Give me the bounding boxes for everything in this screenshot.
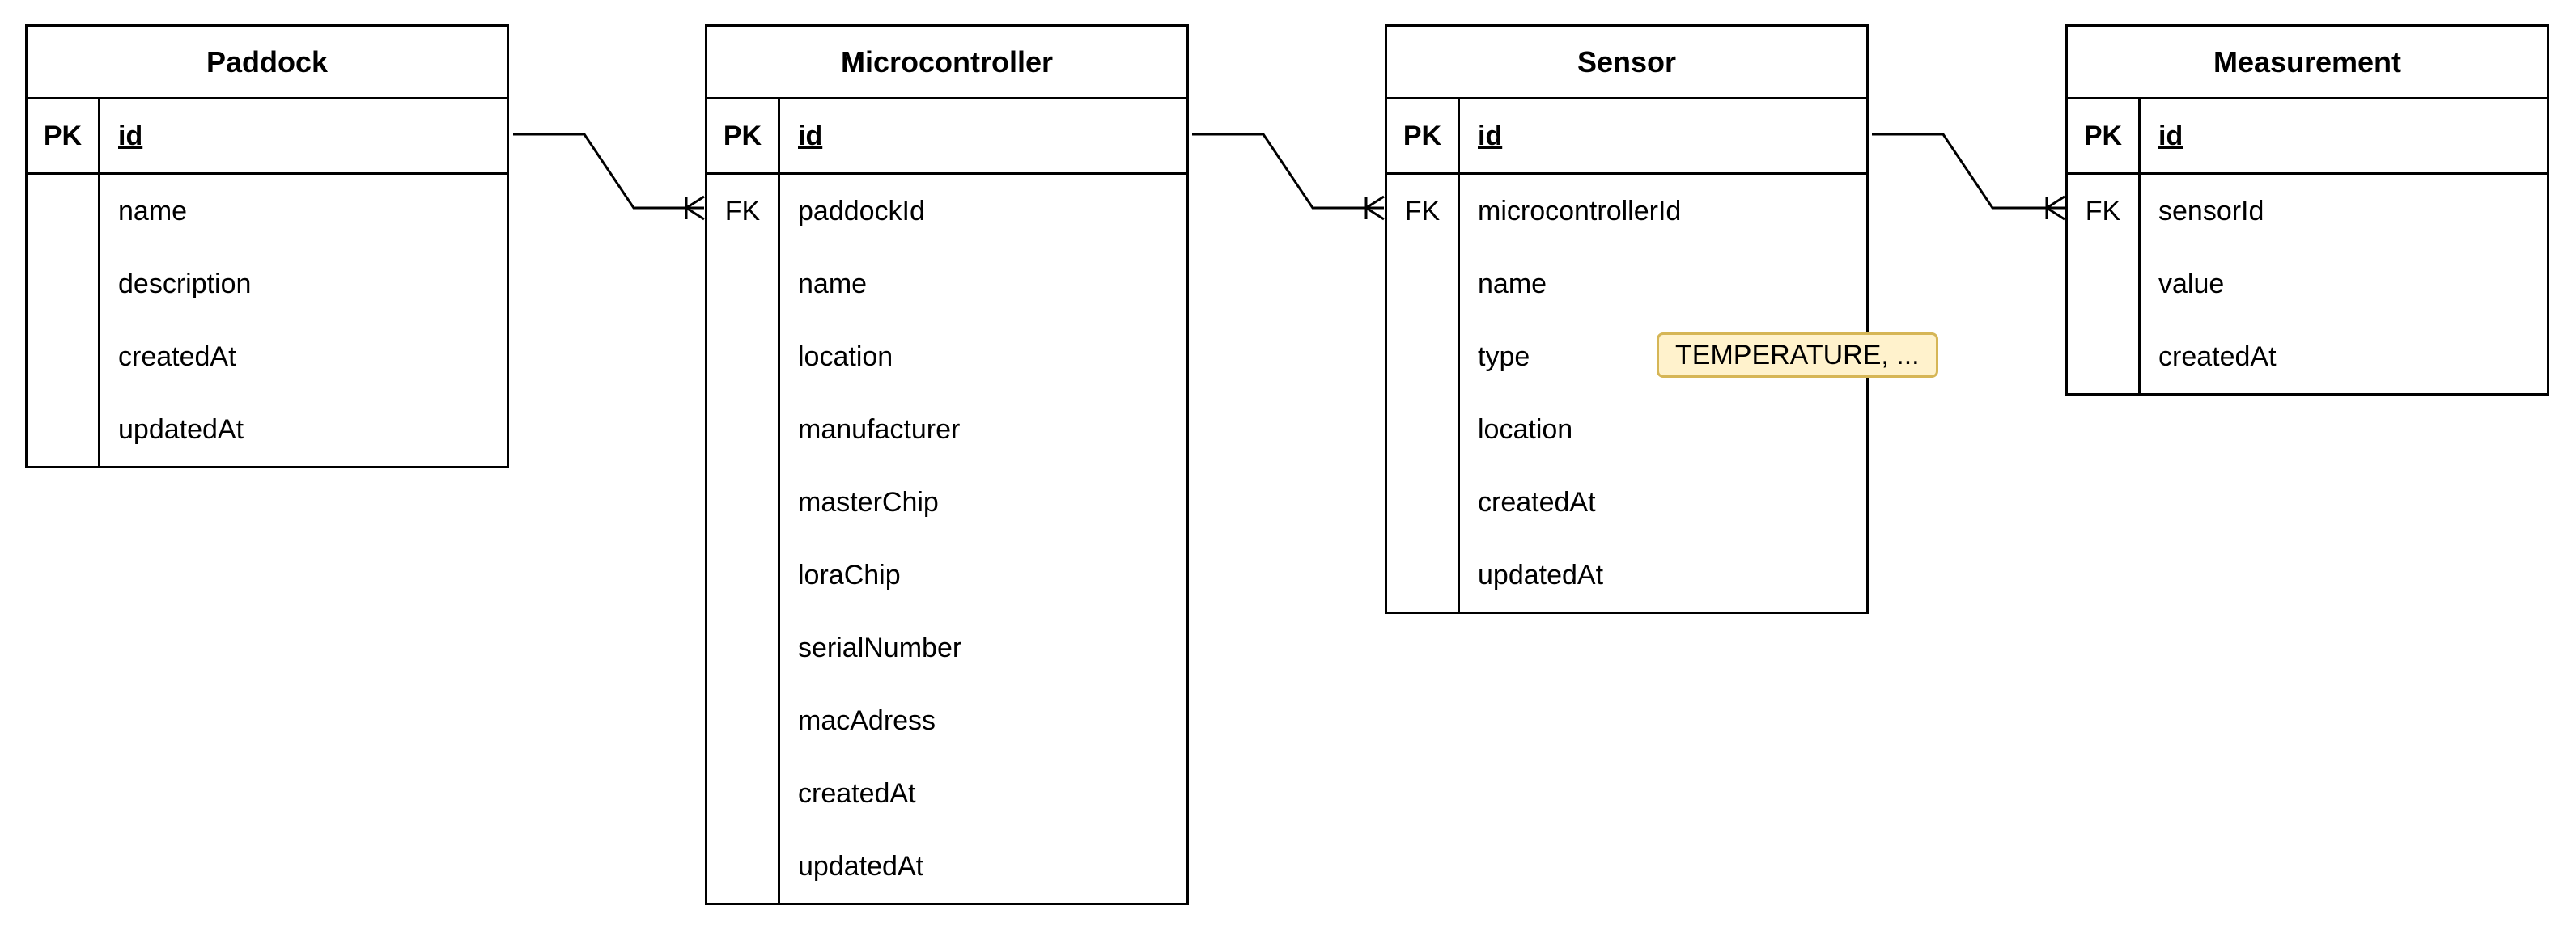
field-name: createdAt bbox=[2158, 341, 2277, 372]
key-cell bbox=[707, 684, 780, 757]
key-cell bbox=[707, 539, 780, 612]
key-cell: FK bbox=[707, 175, 780, 248]
field-name: name bbox=[118, 195, 188, 226]
key-cell: PK bbox=[707, 99, 780, 172]
key-cell bbox=[707, 757, 780, 830]
attribute-row: name bbox=[28, 175, 507, 248]
relationship-sensor-measurement bbox=[1872, 133, 2065, 221]
key-cell bbox=[28, 175, 100, 248]
field-name: loraChip bbox=[798, 559, 901, 590]
field-name: updatedAt bbox=[798, 850, 924, 882]
key-cell bbox=[707, 393, 780, 466]
primary-key-row: PK id bbox=[1387, 99, 1866, 175]
foreign-key-row: FK paddockId bbox=[707, 175, 1186, 248]
field-name: createdAt bbox=[798, 777, 916, 809]
attribute-row: createdAt bbox=[1387, 466, 1866, 539]
field-name: id bbox=[798, 120, 823, 151]
field-name: paddockId bbox=[798, 195, 925, 226]
field-name: macAdress bbox=[798, 705, 936, 736]
field-name: createdAt bbox=[118, 341, 236, 372]
key-cell bbox=[1387, 466, 1460, 539]
key-cell bbox=[2068, 320, 2141, 393]
entity-measurement[interactable]: Measurement PK id FK sensorId value crea… bbox=[2065, 24, 2549, 396]
primary-key-row: PK id bbox=[707, 99, 1186, 175]
attribute-row: updatedAt bbox=[28, 393, 507, 466]
field-name: id bbox=[2158, 120, 2183, 151]
primary-key-row: PK id bbox=[2068, 99, 2547, 175]
key-cell: PK bbox=[28, 99, 100, 172]
attribute-row: name bbox=[707, 248, 1186, 320]
field-name: location bbox=[1478, 413, 1573, 445]
entity-microcontroller[interactable]: Microcontroller PK id FK paddockId name … bbox=[705, 24, 1189, 905]
field-name: manufacturer bbox=[798, 413, 961, 445]
entity-title: Paddock bbox=[28, 27, 507, 99]
foreign-key-row: FK sensorId bbox=[2068, 175, 2547, 248]
key-cell bbox=[1387, 320, 1460, 393]
entity-title: Measurement bbox=[2068, 27, 2547, 99]
field-name: updatedAt bbox=[1478, 559, 1604, 590]
key-cell bbox=[2068, 248, 2141, 320]
attribute-row: serialNumber bbox=[707, 612, 1186, 684]
relationship-microcontroller-sensor bbox=[1192, 133, 1385, 221]
field-name: location bbox=[798, 341, 893, 372]
key-cell bbox=[28, 320, 100, 393]
key-cell bbox=[1387, 393, 1460, 466]
key-cell bbox=[707, 466, 780, 539]
attribute-row: masterChip bbox=[707, 466, 1186, 539]
attribute-row: value bbox=[2068, 248, 2547, 320]
attribute-row: macAdress bbox=[707, 684, 1186, 757]
primary-key-row: PK id bbox=[28, 99, 507, 175]
attribute-row: type TEMPERATURE, ... bbox=[1387, 320, 1938, 393]
key-cell bbox=[28, 393, 100, 466]
attribute-row: location bbox=[707, 320, 1186, 393]
field-name: value bbox=[2158, 268, 2225, 299]
attribute-row: location bbox=[1387, 393, 1866, 466]
key-cell bbox=[707, 830, 780, 903]
attribute-row: loraChip bbox=[707, 539, 1186, 612]
field-name: updatedAt bbox=[118, 413, 244, 445]
key-cell bbox=[707, 320, 780, 393]
field-name: type bbox=[1478, 341, 1530, 372]
field-name: sensorId bbox=[2158, 195, 2264, 226]
key-cell: PK bbox=[1387, 99, 1460, 172]
attribute-row: updatedAt bbox=[707, 830, 1186, 903]
entity-sensor[interactable]: Sensor PK id FK microcontrollerId name t… bbox=[1385, 24, 1938, 614]
field-name: id bbox=[118, 120, 143, 151]
key-cell: FK bbox=[1387, 175, 1460, 248]
key-cell bbox=[707, 248, 780, 320]
key-cell bbox=[28, 248, 100, 320]
field-name: microcontrollerId bbox=[1478, 195, 1682, 226]
enum-values-note[interactable]: TEMPERATURE, ... bbox=[1657, 332, 1938, 378]
field-name: id bbox=[1478, 120, 1503, 151]
key-cell: PK bbox=[2068, 99, 2141, 172]
field-name: description bbox=[118, 268, 252, 299]
attribute-row: createdAt bbox=[28, 320, 507, 393]
attribute-row: manufacturer bbox=[707, 393, 1186, 466]
field-name: serialNumber bbox=[798, 632, 962, 663]
entity-paddock[interactable]: Paddock PK id name description createdAt… bbox=[25, 24, 509, 468]
key-cell bbox=[1387, 248, 1460, 320]
attribute-row: name bbox=[1387, 248, 1866, 320]
attribute-row: createdAt bbox=[2068, 320, 2547, 393]
field-name: name bbox=[798, 268, 868, 299]
field-name: createdAt bbox=[1478, 486, 1596, 518]
attribute-row: description bbox=[28, 248, 507, 320]
key-cell: FK bbox=[2068, 175, 2141, 248]
entity-title: Microcontroller bbox=[707, 27, 1186, 99]
attribute-row: updatedAt bbox=[1387, 539, 1866, 612]
attribute-row: createdAt bbox=[707, 757, 1186, 830]
field-name: name bbox=[1478, 268, 1547, 299]
key-cell bbox=[707, 612, 780, 684]
key-cell bbox=[1387, 539, 1460, 612]
entity-title: Sensor bbox=[1387, 27, 1866, 99]
field-name: masterChip bbox=[798, 486, 939, 518]
relationship-paddock-microcontroller bbox=[513, 133, 705, 221]
foreign-key-row: FK microcontrollerId bbox=[1387, 175, 1866, 248]
